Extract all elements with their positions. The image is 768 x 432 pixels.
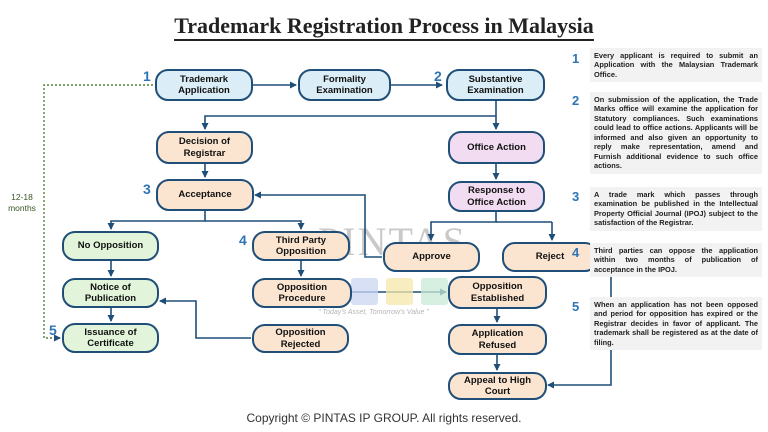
node-decision-of-registrar: Decision of Registrar bbox=[156, 131, 253, 164]
node-third-party-opposition: Third Party Opposition bbox=[252, 231, 350, 261]
watermark-slogan: " Today's Asset, Tomorrow's Value " bbox=[318, 309, 429, 316]
step-number-3: 3 bbox=[143, 181, 151, 197]
node-issuance-of-certificate: Issuance of Certificate bbox=[62, 323, 159, 353]
node-trademark-application: Trademark Application bbox=[155, 69, 253, 101]
arrow-opposition-rejected-to-notice bbox=[159, 297, 251, 339]
node-opposition-rejected: Opposition Rejected bbox=[252, 324, 349, 353]
node-response-to-office-action: Response to Office Action bbox=[448, 181, 545, 212]
arrow-response-split bbox=[427, 212, 497, 241]
arrow-acceptance-split bbox=[107, 211, 206, 230]
watermark-copyright-icon bbox=[421, 278, 448, 305]
node-appeal-to-high-court: Appeal to High Court bbox=[448, 372, 547, 400]
note-5: When an application has not been opposed… bbox=[590, 297, 762, 351]
note-4: Third parties can oppose the application… bbox=[590, 243, 762, 278]
arrow-substantive-to-decision bbox=[201, 101, 497, 130]
note-number-4: 4 bbox=[572, 245, 580, 260]
node-no-opposition: No Opposition bbox=[62, 231, 159, 261]
note-number-1: 1 bbox=[572, 51, 580, 66]
node-substantive-examination: Substantive Examination bbox=[446, 69, 545, 101]
step-number-4: 4 bbox=[239, 232, 247, 248]
note-number-3: 3 bbox=[572, 189, 580, 204]
node-office-action: Office Action bbox=[448, 131, 545, 164]
duration-bracket bbox=[43, 84, 153, 342]
node-formality-examination: Formality Examination bbox=[298, 69, 391, 101]
note-number-2: 2 bbox=[572, 93, 580, 108]
note-3: A trade mark which passes through examin… bbox=[590, 187, 762, 231]
watermark-ip-icon bbox=[351, 278, 378, 305]
watermark-tm-icon bbox=[386, 278, 413, 305]
duration-label: 12-18 months bbox=[8, 192, 36, 213]
arrow-approve-to-acceptance bbox=[254, 191, 382, 258]
node-acceptance: Acceptance bbox=[156, 179, 254, 211]
node-notice-of-publication: Notice of Publication bbox=[62, 278, 159, 308]
node-opposition-procedure: Opposition Procedure bbox=[252, 278, 352, 308]
node-approve: Approve bbox=[383, 242, 480, 272]
note-number-5: 5 bbox=[572, 299, 580, 314]
note-1: Every applicant is required to submit an… bbox=[590, 48, 762, 83]
node-opposition-established: Opposition Established bbox=[448, 276, 547, 309]
note-2: On submission of the application, the Tr… bbox=[590, 92, 762, 174]
step-number-1: 1 bbox=[143, 68, 151, 84]
page-title: Trademark Registration Process in Malays… bbox=[0, 13, 768, 41]
node-application-refused: Application Refused bbox=[448, 324, 547, 355]
step-number-5: 5 bbox=[49, 322, 57, 338]
node-reject: Reject bbox=[502, 242, 598, 272]
copyright-notice: Copyright © PINTAS IP GROUP. All rights … bbox=[246, 411, 522, 425]
step-number-2: 2 bbox=[434, 68, 442, 84]
